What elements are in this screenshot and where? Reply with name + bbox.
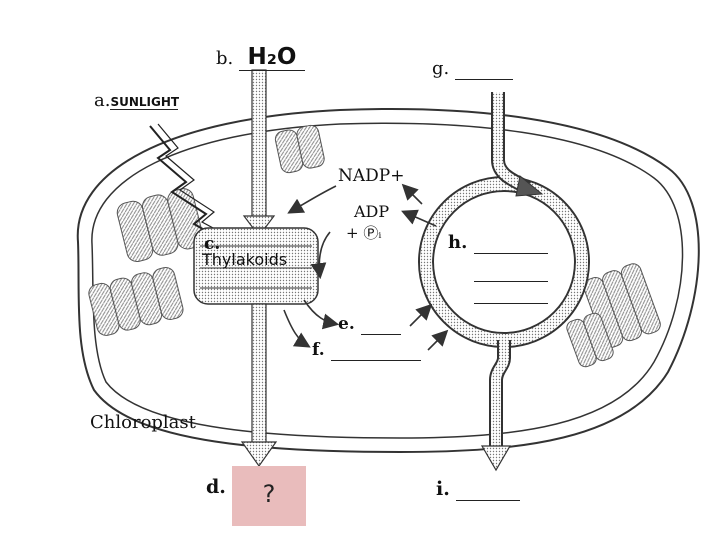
- label-a: a.SUNLIGHT: [94, 90, 180, 111]
- label-nadp: NADP+: [338, 166, 405, 186]
- exchange-arrows: [283, 183, 449, 351]
- label-f-letter: f.: [312, 340, 325, 360]
- label-adp: ADP: [354, 202, 390, 221]
- water-arrow-shaft: [251, 69, 267, 221]
- label-b-letter: b.: [216, 48, 234, 69]
- sugar-output-arrowhead: [480, 445, 512, 472]
- answer-b-water: H₂O: [238, 44, 305, 71]
- blank-f: [330, 340, 421, 361]
- label-g-letter: g.: [432, 58, 450, 79]
- label-f: f.: [312, 340, 421, 361]
- label-h-letter: h.: [448, 232, 468, 253]
- co2-input-arrowhead: [515, 175, 544, 197]
- label-h: h.: [448, 232, 548, 254]
- sunlight-zigzag: [149, 125, 223, 241]
- sunlight-zigzag-inner: [157, 123, 229, 237]
- label-d-letter: d.: [206, 476, 226, 498]
- blank-h-1: [473, 232, 548, 254]
- label-e-letter: e.: [338, 314, 355, 334]
- label-c: c.: [204, 234, 220, 254]
- label-a-letter: a.: [94, 90, 111, 111]
- oxygen-arrow-shaft: [251, 303, 267, 445]
- label-g: g.: [432, 58, 513, 80]
- label-b: b. H₂O: [216, 44, 305, 71]
- grana-stacks: [88, 124, 661, 368]
- blank-i: [456, 478, 521, 501]
- blank-g: [454, 58, 513, 80]
- label-c-letter: c.: [204, 234, 221, 254]
- label-e: e.: [338, 314, 401, 335]
- label-chloroplast: Chloroplast: [90, 412, 196, 433]
- label-d: d.: [206, 476, 226, 498]
- chloroplast-outer-membrane: [76, 108, 700, 454]
- answer-a-sunlight: SUNLIGHT: [110, 95, 180, 110]
- label-i-letter: i.: [436, 478, 450, 500]
- blank-h-2: [474, 262, 548, 282]
- water-arrow-head: [242, 215, 276, 237]
- blank-h-3: [474, 284, 548, 304]
- answer-d-question: ?: [262, 480, 276, 508]
- answer-d-box[interactable]: ?: [232, 466, 306, 526]
- label-i: i.: [436, 478, 521, 501]
- answer-c-thylakoids: Thylakoids: [202, 250, 288, 269]
- blank-e: [360, 314, 401, 335]
- label-pi: + Ⓟᵢ: [346, 224, 382, 242]
- oxygen-arrow-head: [240, 441, 278, 468]
